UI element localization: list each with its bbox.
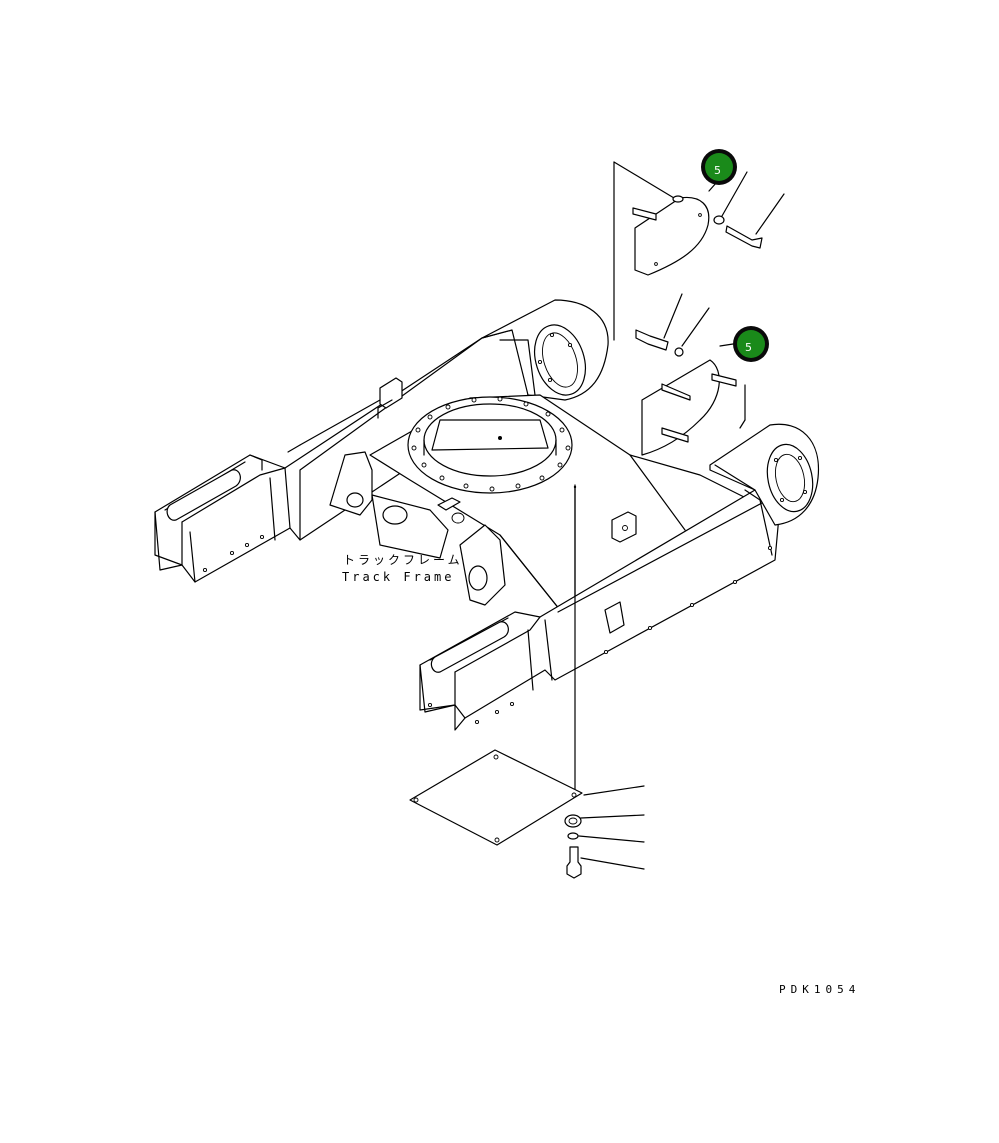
washer (713, 215, 725, 225)
track-frame-label: トラックフレーム Track Frame (342, 553, 463, 584)
callout-number: 5 (745, 341, 752, 354)
cover-pin (661, 383, 691, 401)
swing-circle-bolt-holes (411, 396, 571, 492)
bolt (566, 846, 582, 879)
lower-cover-plate (641, 359, 720, 456)
track-frame-label-en: Track Frame (342, 570, 454, 584)
bolt (725, 225, 763, 249)
nut (564, 814, 582, 828)
lower-cover-assembly (635, 293, 746, 456)
under-cover-plate (409, 749, 583, 846)
callout-badge-part-5-lower[interactable]: 5 (733, 326, 769, 362)
upper-cover-plate (634, 196, 710, 276)
washer (567, 832, 579, 840)
center-body (369, 394, 761, 611)
bolt (635, 329, 669, 351)
right-front-rail (419, 489, 781, 731)
under-cover-assembly (409, 486, 645, 879)
cover-pin (632, 207, 657, 221)
front-idler-housing (709, 423, 820, 526)
rear-idler-housing (481, 299, 609, 401)
left-rear-rail (154, 329, 529, 583)
washer (674, 347, 684, 357)
cover-stud (672, 195, 684, 203)
track-frame (154, 299, 820, 731)
callout-badge-part-5-upper[interactable]: 5 (701, 149, 737, 185)
cover-pin (711, 373, 737, 387)
center-cross-member (329, 451, 506, 606)
drawing-code: PDK1054 (779, 983, 860, 996)
upper-cover-assembly (613, 161, 785, 341)
cover-pin (661, 427, 689, 443)
track-frame-label-jp: トラックフレーム (343, 553, 463, 567)
leader-line (613, 161, 675, 199)
callout-number: 5 (714, 164, 721, 177)
